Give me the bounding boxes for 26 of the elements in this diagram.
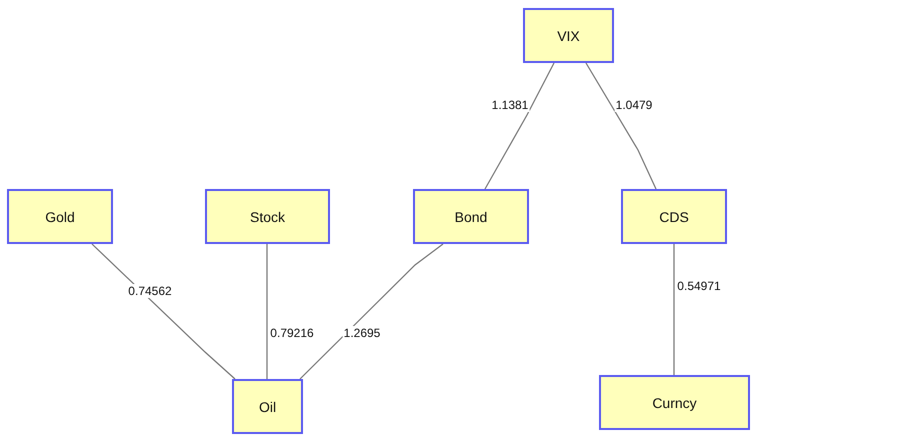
edge-label: 0.74562 — [127, 284, 173, 298]
connector-line — [673, 244, 675, 375]
node-box — [523, 8, 614, 63]
node-label: CDS — [659, 208, 689, 224]
edge-label: 1.1381 — [490, 98, 530, 112]
connector-line — [92, 244, 236, 380]
edge-label: 0.54971 — [676, 279, 722, 293]
node-box — [621, 189, 727, 244]
node-box — [7, 189, 113, 244]
node-label: Bond — [454, 208, 488, 224]
node-label: Gold — [45, 208, 75, 224]
node-label: Stock — [250, 208, 285, 224]
node-box — [599, 375, 750, 430]
connector-line — [585, 62, 657, 190]
node-label: VIX — [557, 28, 580, 44]
edge-label: 1.0479 — [614, 98, 654, 112]
edge-label: 1.2695 — [342, 326, 382, 340]
node-box — [205, 189, 330, 244]
node-box — [413, 189, 529, 244]
node-label: Oil — [258, 398, 276, 414]
connector-line — [484, 62, 555, 190]
node-label: Curncy — [652, 394, 697, 410]
edge-label: 0.79216 — [269, 326, 315, 340]
connector-line — [300, 244, 444, 380]
node-box — [232, 379, 303, 434]
connector-line — [266, 244, 268, 379]
